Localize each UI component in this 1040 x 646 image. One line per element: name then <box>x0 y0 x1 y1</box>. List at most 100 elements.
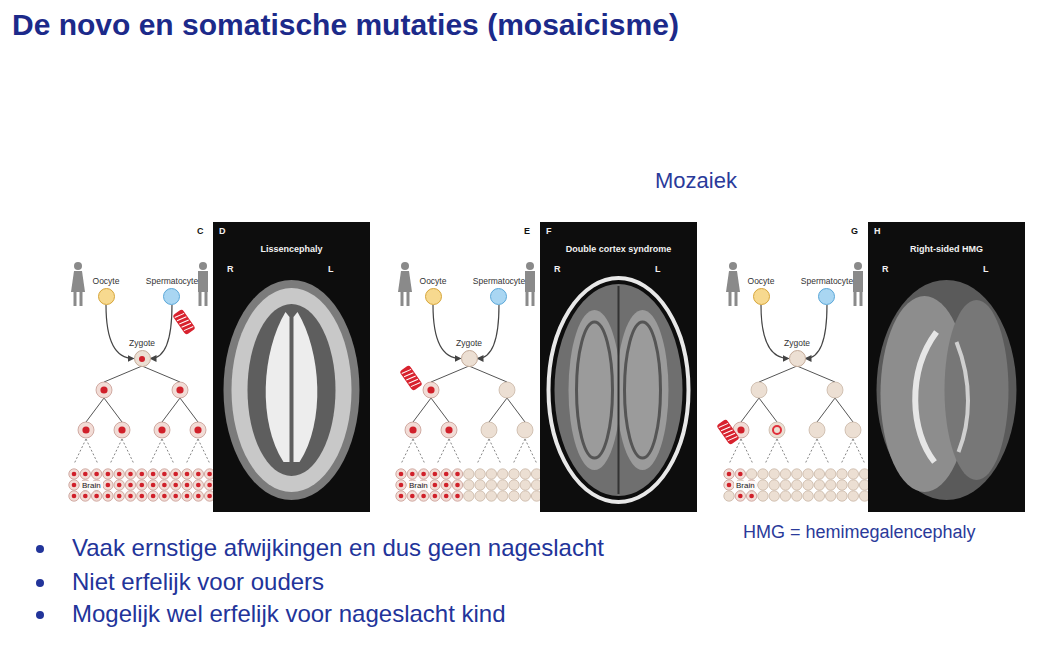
mutation-dot <box>106 494 111 499</box>
side-label: R <box>882 264 889 274</box>
dashed-lineage <box>437 439 449 464</box>
dashed-lineage <box>150 439 162 464</box>
mri-panel: DLissencephalyRL <box>213 222 370 512</box>
lineage-line <box>162 398 180 422</box>
panel-letter: E <box>524 226 530 236</box>
mutation-dot <box>173 483 178 488</box>
cell <box>154 422 170 438</box>
mutation-dot <box>421 494 426 499</box>
dashed-lineage <box>122 439 134 464</box>
inheritance-arrow <box>433 305 461 359</box>
ventricle <box>294 312 318 462</box>
cell <box>423 382 439 398</box>
cell <box>114 422 130 438</box>
cell <box>837 480 847 490</box>
lineage-line <box>507 398 525 422</box>
lineage-line <box>180 398 198 422</box>
cell <box>91 469 101 479</box>
cell <box>751 382 767 398</box>
dashed-lineage <box>841 439 853 464</box>
mutation-dot <box>433 472 438 477</box>
cell <box>80 491 90 501</box>
mutation-dot <box>94 472 99 477</box>
cell <box>452 480 462 490</box>
cell <box>69 469 79 479</box>
person-body <box>198 271 208 292</box>
person-legs <box>75 292 81 306</box>
mutation-dot <box>421 472 426 477</box>
person-head <box>854 262 862 270</box>
brain <box>224 280 360 500</box>
cell <box>520 469 530 479</box>
lineage-line <box>469 366 507 382</box>
cell <box>114 491 124 501</box>
cell <box>91 491 101 501</box>
mutation-dot <box>738 472 743 477</box>
cell <box>769 480 779 490</box>
cell-label: Oocyte <box>420 276 447 286</box>
oocyte-cell: Oocyte <box>748 276 775 305</box>
zygote-cell: Zygote <box>784 338 810 367</box>
mutation-dot <box>176 386 183 393</box>
lineage-line <box>104 366 142 382</box>
cell <box>407 469 417 479</box>
inheritance-arrow <box>806 305 827 359</box>
dna-ribbon <box>399 365 423 392</box>
white-matter <box>248 304 336 476</box>
cell <box>103 469 113 479</box>
cell <box>724 480 734 490</box>
cell <box>125 480 135 490</box>
bullet-text: Niet erfelijk voor ouders <box>72 568 324 596</box>
mutation-dot <box>117 472 122 477</box>
dna-rung <box>184 325 193 332</box>
panel-letter: D <box>219 226 226 236</box>
cell-circle <box>425 288 442 305</box>
person-head <box>74 262 82 270</box>
mutation-dot <box>433 483 438 488</box>
person-head <box>526 262 534 270</box>
cell-circle <box>789 350 806 367</box>
mutation-dot <box>117 494 122 499</box>
cell <box>103 491 113 501</box>
mutation-dot <box>444 472 449 477</box>
spermatocyte-cell: Spermatocyte <box>146 276 198 305</box>
cell-label: Oocyte <box>93 276 120 286</box>
cell <box>396 491 406 501</box>
mutation-dot <box>162 472 167 477</box>
lineage-line <box>489 398 507 422</box>
bullet-text: Mogelijk wel erfelijk voor nageslacht ki… <box>72 600 506 628</box>
dashed-lineage <box>413 439 425 464</box>
ventricle <box>915 332 936 462</box>
cell <box>498 491 508 501</box>
cell <box>499 382 515 398</box>
heterotopic-band <box>625 322 661 458</box>
cell <box>792 491 802 501</box>
dashed-lineage <box>162 439 174 464</box>
cell <box>80 469 90 479</box>
person-head <box>729 262 737 270</box>
dashed-lineage <box>86 439 98 464</box>
cell-circle <box>818 288 835 305</box>
side-label: L <box>655 264 661 274</box>
mutation-dot <box>399 472 404 477</box>
cell <box>481 422 497 438</box>
mutation-dot <box>185 472 190 477</box>
cell <box>396 480 406 490</box>
cell <box>509 469 519 479</box>
cell <box>78 422 94 438</box>
cortex <box>232 288 352 492</box>
cell <box>803 491 813 501</box>
cell <box>735 469 745 479</box>
dashed-lineage <box>741 439 753 464</box>
cell <box>837 491 847 501</box>
mutation-dot <box>185 494 190 499</box>
dashed-lineage <box>853 439 865 464</box>
lineage-line <box>104 398 122 422</box>
cell <box>69 480 79 490</box>
white-matter <box>617 310 669 470</box>
cell <box>405 422 421 438</box>
cell <box>520 491 530 501</box>
cell <box>171 491 181 501</box>
dashed-lineage <box>74 439 86 464</box>
dna-ribbon <box>172 309 196 336</box>
